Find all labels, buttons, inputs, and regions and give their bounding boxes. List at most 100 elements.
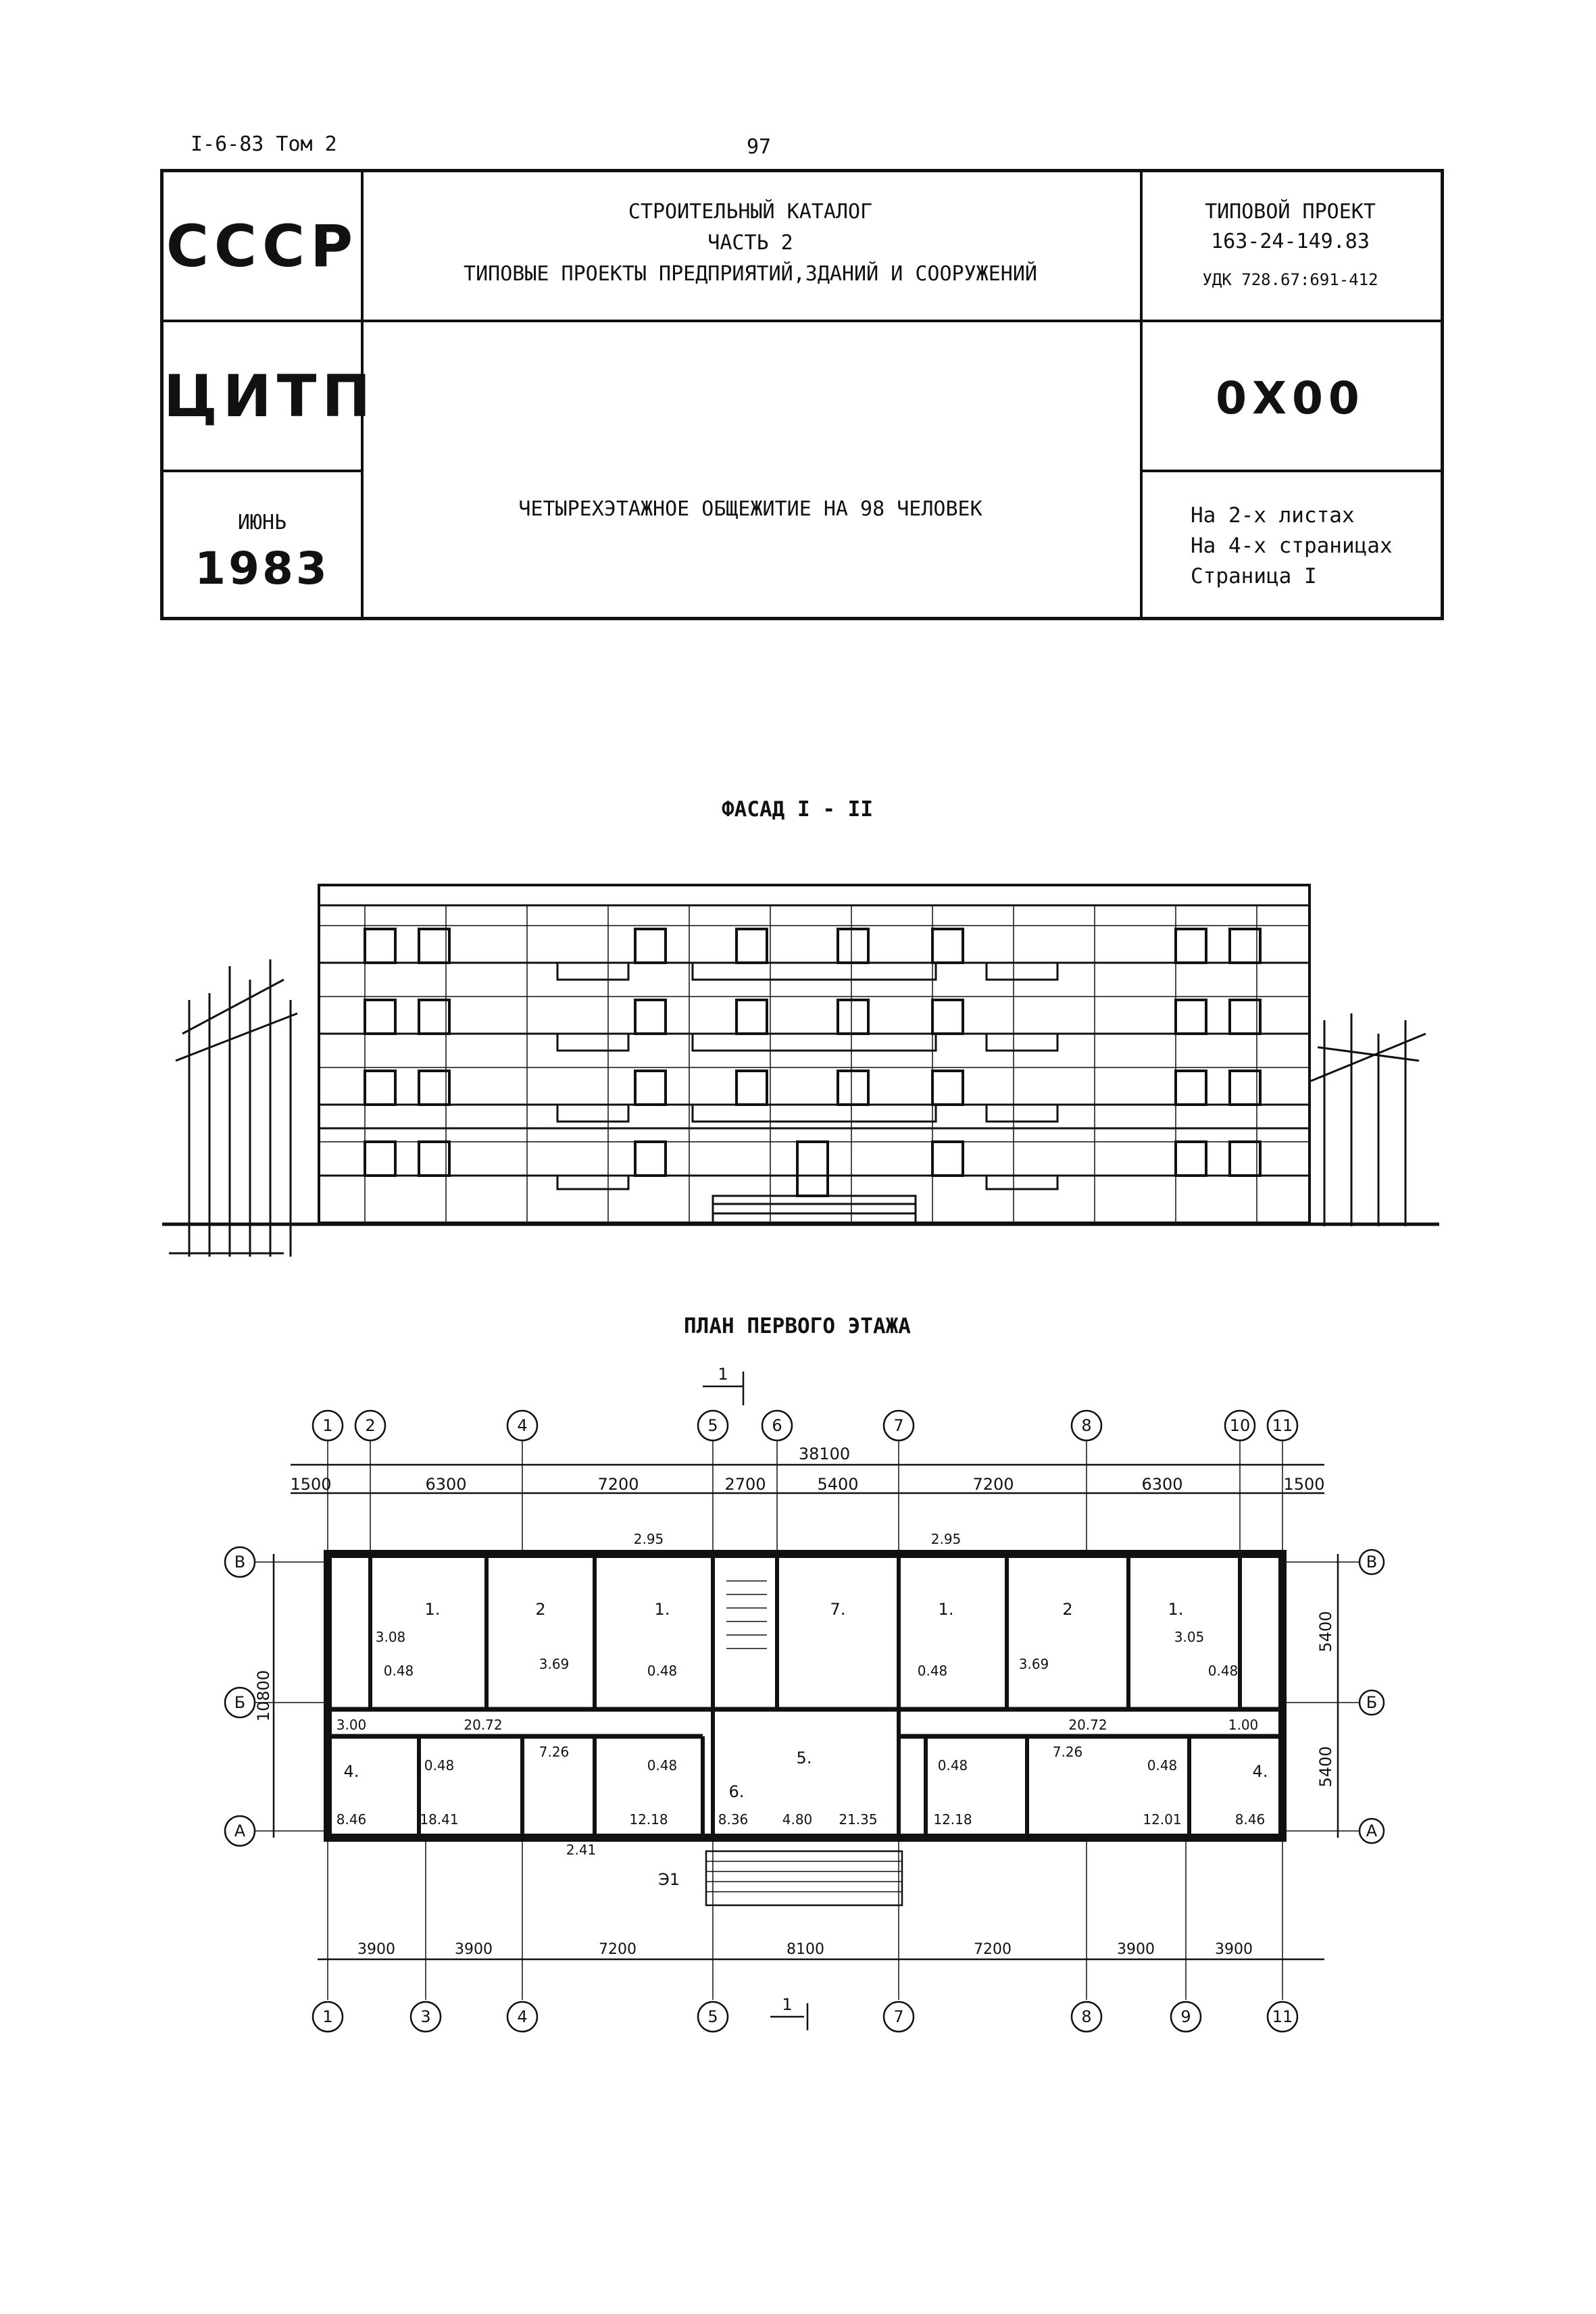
right-dim-1: 5400 bbox=[1316, 1611, 1335, 1652]
room-label-2: 2 bbox=[535, 1600, 545, 1619]
area-29: 2.95 bbox=[931, 1531, 962, 1547]
row-axis-a-left: А bbox=[234, 1821, 246, 1840]
axis-top-2: 2 bbox=[365, 1416, 375, 1435]
row-axis-v-left: В bbox=[234, 1553, 245, 1571]
room-label-5: 1. bbox=[939, 1600, 954, 1619]
top-dim-7: 6300 bbox=[1141, 1475, 1182, 1494]
area-23: 7.26 bbox=[1053, 1744, 1083, 1760]
room-label-3: 1. bbox=[655, 1600, 670, 1619]
entrance-mark: Э1 bbox=[658, 1870, 680, 1889]
area-14: 0.48 bbox=[647, 1757, 678, 1774]
catalog-line-1: СТРОИТЕЛЬНЫЙ КАТАЛОГ bbox=[628, 200, 873, 224]
area-11: 3.00 bbox=[336, 1717, 367, 1733]
area-3: 3.69 bbox=[539, 1656, 570, 1672]
top-dim-5: 5400 bbox=[817, 1475, 858, 1494]
axis-top-6: 6 bbox=[772, 1416, 782, 1435]
section-mark-top: 1 bbox=[718, 1365, 728, 1384]
area-30: 1.00 bbox=[1228, 1717, 1259, 1733]
room-label-8: 4. bbox=[344, 1762, 359, 1781]
area-18: 2.41 bbox=[566, 1842, 597, 1858]
area-22: 0.48 bbox=[938, 1757, 968, 1774]
bottom-axis-9: 9 bbox=[1180, 2007, 1191, 2026]
room-label-6: 2 bbox=[1062, 1600, 1072, 1619]
area-25: 0.48 bbox=[1147, 1757, 1178, 1774]
project-number: 163-24-149.83 bbox=[1211, 230, 1370, 253]
bottom-dim-2: 3900 bbox=[455, 1941, 493, 1958]
area-10: 20.72 bbox=[1068, 1717, 1107, 1733]
area-12: 0.48 bbox=[424, 1757, 455, 1774]
axis-top-1: 1 bbox=[322, 1416, 332, 1435]
udk: УДК 728.67:691-412 bbox=[1202, 270, 1378, 289]
bottom-axis-1: 1 bbox=[322, 2007, 332, 2026]
area-8: 0.48 bbox=[1208, 1663, 1239, 1679]
room-label-1: 1. bbox=[425, 1600, 441, 1619]
row-axis-v-right: В bbox=[1366, 1553, 1377, 1571]
bottom-dim-3: 7200 bbox=[599, 1941, 637, 1958]
bottom-axis-3: 3 bbox=[420, 2007, 430, 2026]
org-citp: ЦИТП bbox=[164, 363, 376, 430]
axis-top-8: 8 bbox=[1081, 1416, 1091, 1435]
area-28: 2.95 bbox=[634, 1531, 664, 1547]
row-axis-b-right: Б bbox=[1366, 1693, 1377, 1712]
area-27: 8.46 bbox=[1235, 1811, 1266, 1828]
floor-plan: 1 2 4 5 6 7 8 10 11 38100 1500 6300 7200… bbox=[224, 1365, 1385, 2033]
title-block: СССР ЦИТП ИЮНЬ 1983 СТРОИТЕЛЬНЫЙ КАТАЛОГ… bbox=[160, 169, 1444, 620]
top-dim-1: 1500 bbox=[290, 1475, 331, 1494]
bottom-dim-7: 3900 bbox=[1215, 1941, 1253, 1958]
area-20: 4.80 bbox=[782, 1811, 813, 1828]
plan-title: ПЛАН ПЕРВОГО ЭТАЖА bbox=[684, 1314, 911, 1338]
bottom-dim-5: 7200 bbox=[974, 1941, 1012, 1958]
room-label-10: 6. bbox=[729, 1782, 745, 1801]
building-name: ЧЕТЫРЕХЭТАЖНОЕ ОБЩЕЖИТИЕ НА 98 ЧЕЛОВЕК bbox=[518, 497, 982, 521]
area-16: 18.41 bbox=[420, 1811, 458, 1828]
bottom-dim-1: 3900 bbox=[357, 1941, 395, 1958]
bottom-dim-6: 3900 bbox=[1117, 1941, 1155, 1958]
room-label-11: 4. bbox=[1253, 1762, 1268, 1781]
row-axis-a-right: А bbox=[1366, 1821, 1378, 1840]
top-dim-2: 6300 bbox=[425, 1475, 466, 1494]
project-code: 0X00 bbox=[1216, 372, 1365, 424]
top-dim-3: 7200 bbox=[597, 1475, 639, 1494]
area-5: 0.48 bbox=[918, 1663, 948, 1679]
project-label: ТИПОВОЙ ПРОЕКТ bbox=[1205, 200, 1376, 224]
facade-drawing bbox=[162, 884, 1439, 1257]
bottom-axis-4: 4 bbox=[517, 2007, 527, 2026]
top-dim-6: 7200 bbox=[972, 1475, 1014, 1494]
overall-dim: 38100 bbox=[799, 1444, 850, 1463]
area-24: 12.18 bbox=[933, 1811, 972, 1828]
axis-top-10: 10 bbox=[1230, 1416, 1251, 1435]
catalog-line-3: ТИПОВЫЕ ПРОЕКТЫ ПРЕДПРИЯТИЙ,ЗДАНИЙ И СОО… bbox=[464, 262, 1037, 286]
page-number: 97 bbox=[747, 135, 772, 159]
bottom-axis-5: 5 bbox=[707, 2007, 718, 2026]
axis-top-4: 4 bbox=[517, 1416, 527, 1435]
bottom-axis-11: 11 bbox=[1272, 2007, 1293, 2026]
facade-title: ФАСАД I - II bbox=[722, 797, 873, 822]
area-17: 12.18 bbox=[629, 1811, 668, 1828]
area-9: 20.72 bbox=[464, 1717, 502, 1733]
area-13: 7.26 bbox=[539, 1744, 570, 1760]
org-ussr: СССР bbox=[166, 213, 359, 280]
area-4: 0.48 bbox=[647, 1663, 678, 1679]
row-axis-b-left: Б bbox=[234, 1693, 245, 1712]
area-26: 12.01 bbox=[1143, 1811, 1181, 1828]
pages: На 4-х страницах bbox=[1191, 534, 1393, 558]
sheets: На 2-х листах bbox=[1191, 503, 1355, 528]
area-19: 8.36 bbox=[718, 1811, 749, 1828]
bottom-dim-4: 8100 bbox=[787, 1941, 824, 1958]
area-2: 0.48 bbox=[384, 1663, 414, 1679]
bottom-axis-7: 7 bbox=[893, 2007, 903, 2026]
area-7: 3.05 bbox=[1174, 1629, 1205, 1645]
top-dim-8: 1500 bbox=[1283, 1475, 1324, 1494]
area-21: 21.35 bbox=[839, 1811, 877, 1828]
room-label-9: 5. bbox=[797, 1749, 812, 1767]
month: ИЮНЬ bbox=[237, 511, 287, 534]
room-label-4: 7. bbox=[830, 1600, 846, 1619]
area-1: 3.08 bbox=[376, 1629, 406, 1645]
bottom-axis-8: 8 bbox=[1081, 2007, 1091, 2026]
doc-ref: I-6-83 Том 2 bbox=[191, 132, 337, 156]
top-dim-4: 2700 bbox=[724, 1475, 766, 1494]
page-of: Страница I bbox=[1191, 564, 1317, 588]
left-total-dim: 10800 bbox=[254, 1670, 273, 1721]
axis-top-5: 5 bbox=[707, 1416, 718, 1435]
year: 1983 bbox=[195, 543, 330, 595]
